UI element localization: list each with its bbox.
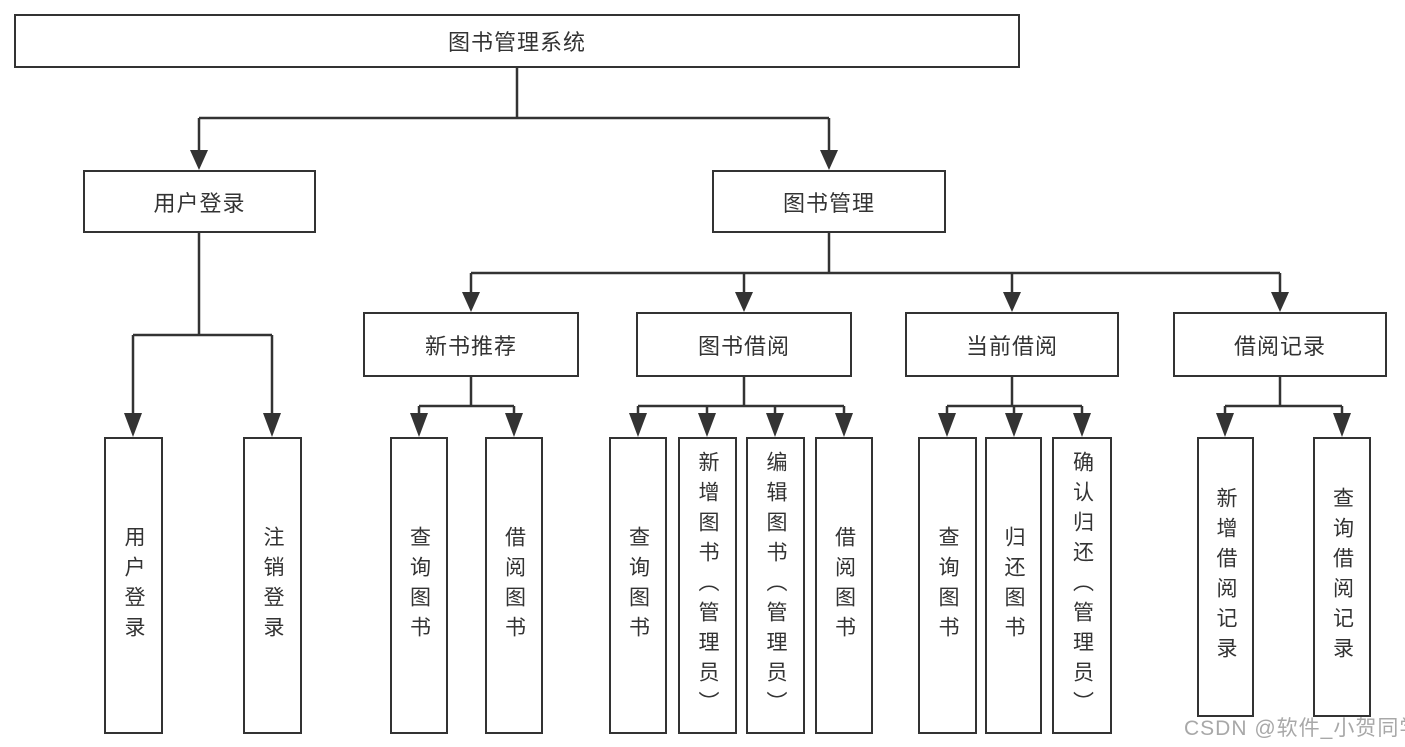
- leaf-logout: 注销登录: [243, 437, 302, 734]
- node-book-management-label: 图书管理: [782, 190, 875, 216]
- leaf-borrow-add-books-admin: 新增图书（管理员）: [678, 437, 737, 734]
- arrow-to-user-login: [190, 150, 208, 170]
- connector-bookmgmt-to-level3: [469, 233, 1282, 294]
- leaf-current-query-books-label: 查询图书: [936, 525, 959, 646]
- arrow-leaf: [124, 413, 142, 437]
- arrow-leaf: [410, 413, 428, 437]
- connector-newbook-to-leaves: [417, 377, 516, 416]
- leaf-records-query-record: 查询借阅记录: [1313, 437, 1371, 717]
- leaf-records-query-record-label: 查询借阅记录: [1330, 487, 1354, 667]
- node-new-book-recommend-label: 新书推荐: [424, 333, 517, 359]
- leaf-newbook-borrow-books: 借阅图书: [485, 437, 543, 734]
- arrow-leaf: [835, 413, 853, 437]
- leaf-borrow-edit-books-admin-label: 编辑图书（管理员）: [764, 450, 787, 721]
- leaf-newbook-query-books: 查询图书: [390, 437, 448, 734]
- arrow-leaf: [629, 413, 647, 437]
- arrow-to-borrow: [735, 292, 753, 312]
- connector-records-to-leaves: [1223, 377, 1344, 416]
- leaf-current-return-books: 归还图书: [985, 437, 1042, 734]
- node-root-label: 图书管理系统: [447, 30, 586, 55]
- arrow-leaf: [505, 413, 523, 437]
- leaf-borrow-add-books-admin-label: 新增图书（管理员）: [696, 450, 719, 721]
- leaf-newbook-borrow-books-label: 借阅图书: [502, 525, 526, 646]
- leaf-user-login: 用户登录: [104, 437, 163, 734]
- csdn-watermark: CSDN @软件_小贺同学: [1184, 717, 1405, 740]
- node-book-borrow: 图书借阅: [636, 312, 852, 377]
- leaf-borrow-edit-books-admin: 编辑图书（管理员）: [746, 437, 805, 734]
- leaf-records-add-record: 新增借阅记录: [1197, 437, 1254, 717]
- leaf-borrow-borrow-books-label: 借阅图书: [832, 525, 856, 646]
- leaf-logout-label: 注销登录: [261, 525, 284, 646]
- arrow-to-current: [1003, 292, 1021, 312]
- arrow-to-new-book: [462, 292, 480, 312]
- leaf-records-add-record-label: 新增借阅记录: [1214, 487, 1237, 667]
- arrow-leaf: [1333, 413, 1351, 437]
- node-user-login-label: 用户登录: [153, 190, 246, 216]
- arrow-leaf: [938, 413, 956, 437]
- node-borrow-records: 借阅记录: [1173, 312, 1387, 377]
- node-root: 图书管理系统: [14, 14, 1020, 68]
- node-book-borrow-label: 图书借阅: [697, 333, 790, 359]
- arrow-to-book-mgmt: [820, 150, 838, 170]
- leaf-borrow-query-books: 查询图书: [609, 437, 667, 734]
- leaf-current-return-books-label: 归还图书: [1002, 525, 1025, 646]
- leaf-borrow-borrow-books: 借阅图书: [815, 437, 873, 734]
- leaf-user-login-label: 用户登录: [122, 525, 145, 646]
- arrow-leaf: [766, 413, 784, 437]
- arrow-leaf: [698, 413, 716, 437]
- connector-root-to-level2: [197, 68, 831, 152]
- arrow-to-records: [1271, 292, 1289, 312]
- leaf-current-confirm-return-admin: 确认归还（管理员）: [1052, 437, 1112, 734]
- node-new-book-recommend: 新书推荐: [363, 312, 579, 377]
- node-borrow-records-label: 借阅记录: [1233, 333, 1326, 359]
- node-book-management: 图书管理: [712, 170, 946, 233]
- arrow-leaf: [1005, 413, 1023, 437]
- leaf-current-query-books: 查询图书: [918, 437, 977, 734]
- arrow-leaf: [263, 413, 281, 437]
- connector-userlogin-to-leaves: [131, 233, 274, 414]
- node-current-borrow: 当前借阅: [905, 312, 1119, 377]
- node-current-borrow-label: 当前借阅: [965, 333, 1058, 359]
- arrow-leaf: [1216, 413, 1234, 437]
- arrow-leaf: [1073, 413, 1091, 437]
- leaf-borrow-query-books-label: 查询图书: [626, 525, 650, 646]
- leaf-current-confirm-return-admin-label: 确认归还（管理员）: [1070, 450, 1094, 721]
- node-user-login: 用户登录: [83, 170, 316, 233]
- connector-borrow-to-leaves: [636, 377, 846, 416]
- connector-current-to-leaves: [945, 377, 1084, 416]
- leaf-newbook-query-books-label: 查询图书: [407, 525, 431, 646]
